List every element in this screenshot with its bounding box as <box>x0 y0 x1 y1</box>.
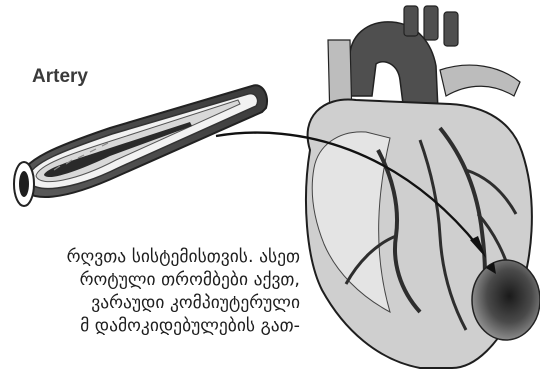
artery-label: Artery <box>32 66 88 88</box>
text-line: რღვთა სისტემისთვის. ასეთ <box>0 246 300 269</box>
text-line: როტული თრომბები აქვთ, <box>0 269 300 292</box>
text-line: ვარაუდი კომპიუტერული <box>0 292 300 315</box>
heart <box>306 6 540 368</box>
text-line: მ დამოკიდებულების გათ- <box>0 315 300 338</box>
artery-segment <box>14 85 267 206</box>
body-text: რღვთა სისტემისთვის. ასეთ როტული თრომბები… <box>0 246 300 338</box>
